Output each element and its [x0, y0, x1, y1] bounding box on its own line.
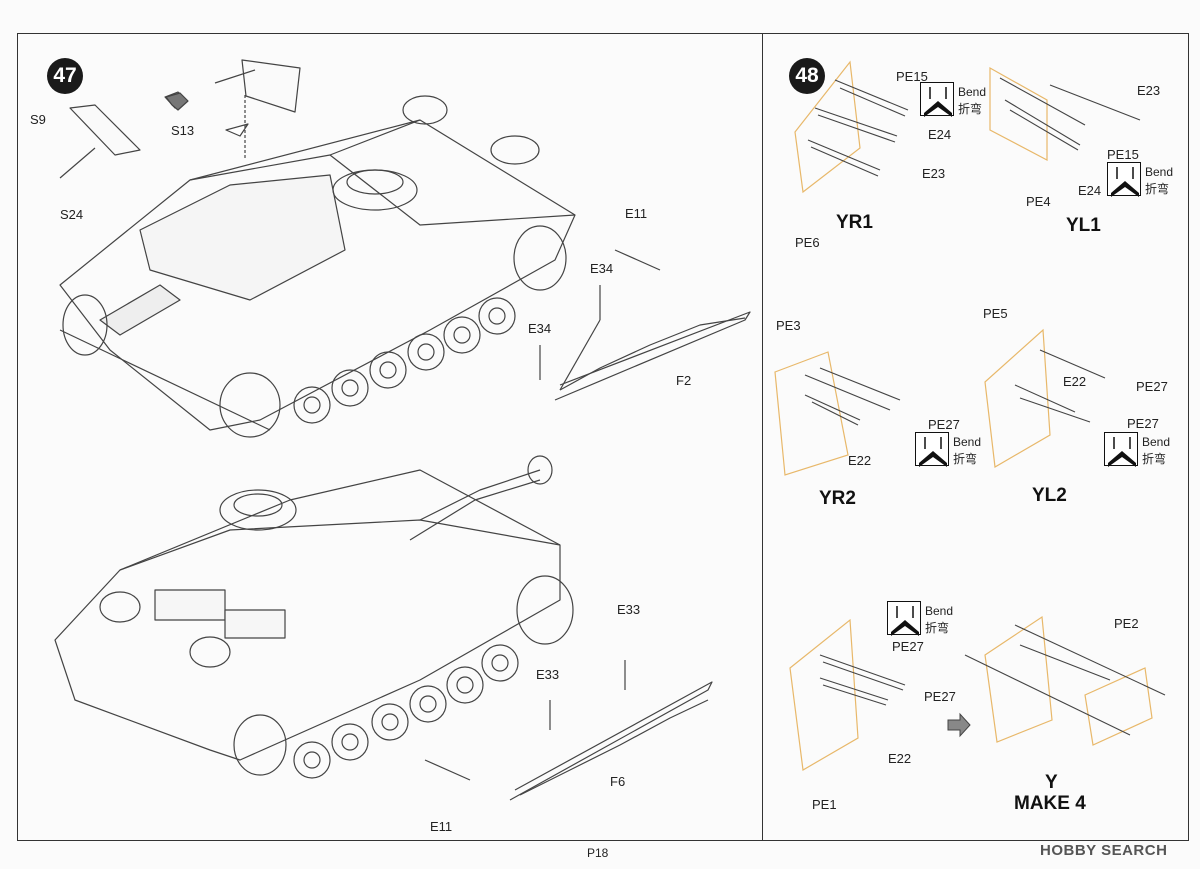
yl1-label-pe4: PE4: [1026, 194, 1051, 209]
step-divider: [762, 33, 763, 841]
part-label-f6: F6: [610, 774, 626, 789]
step-47-badge: 47: [47, 58, 83, 94]
bend-text-en: Bend: [1145, 165, 1174, 179]
part-label-e34-a: E34: [590, 261, 614, 276]
small-parts-drawing: [59, 59, 301, 179]
y-label-e22: E22: [888, 751, 912, 766]
watermark-logo: HOBBY SEARCH: [1040, 842, 1168, 859]
bend-symbol-yl1: Bend 折弯: [1107, 162, 1185, 200]
tank-lower-drawing: [54, 455, 713, 801]
bend-icon: [915, 432, 949, 467]
bend-text-cn: 折弯: [1145, 182, 1170, 196]
y-label-pe2: PE2: [1114, 616, 1139, 631]
y-label-pe27-a: PE27: [892, 639, 924, 654]
yl1-title: YL1: [1066, 215, 1101, 236]
yr1-label-e24: E24: [928, 127, 952, 142]
bend-text-en: Bend: [953, 435, 982, 449]
bend-icon: [920, 82, 954, 117]
part-label-s9: S9: [30, 112, 46, 127]
y-label-pe1: PE1: [812, 797, 837, 812]
yr2-title: YR2: [819, 488, 856, 509]
yl2-title: YL2: [1032, 485, 1067, 506]
yr2-label-pe3: PE3: [776, 318, 801, 333]
part-label-e33-a: E33: [617, 602, 641, 617]
step48-arrow: [947, 712, 971, 738]
part-label-s24: S24: [60, 207, 84, 222]
bend-icon: [887, 601, 921, 636]
yl2-label-pe27-a: PE27: [1136, 379, 1168, 394]
bend-icon: [1107, 162, 1141, 197]
photoetch-sheets: [774, 60, 1153, 771]
bend-symbol-yr2: Bend 折弯: [915, 432, 993, 470]
bend-symbol-yl2: Bend 折弯: [1104, 432, 1182, 470]
page-frame: [17, 33, 1189, 841]
part-label-e33-b: E33: [536, 667, 560, 682]
part-label-e34-b: E34: [528, 321, 552, 336]
yl2-label-e22: E22: [1063, 374, 1087, 389]
yr1-label-pe15: PE15: [896, 69, 928, 84]
part-label-e11-bottom: E11: [430, 819, 453, 834]
yr1-title: YR1: [836, 212, 873, 233]
y-label-pe27-b: PE27: [924, 689, 956, 704]
yr1-label-pe6: PE6: [795, 235, 820, 250]
yl1-label-e24: E24: [1078, 183, 1102, 198]
part-label-s13: S13: [171, 123, 195, 138]
y-make-count: MAKE 4: [1014, 793, 1086, 814]
bend-text-cn: 折弯: [1142, 452, 1167, 466]
photoetch-rods: [804, 77, 1166, 736]
bend-text-cn: 折弯: [925, 621, 950, 635]
part-label-e11-top: E11: [625, 206, 648, 221]
yl1-label-e23: E23: [1137, 83, 1161, 98]
yr1-label-e23: E23: [922, 166, 946, 181]
yr2-label-e22: E22: [848, 453, 872, 468]
yl2-label-pe5: PE5: [983, 306, 1008, 321]
step-48-badge: 48: [789, 58, 825, 94]
bend-text-en: Bend: [958, 85, 987, 99]
bend-text-en: Bend: [925, 604, 954, 618]
y-title: Y: [1045, 772, 1058, 793]
yl1-label-pe15: PE15: [1107, 147, 1139, 162]
yl2-label-pe27-b: PE27: [1127, 416, 1159, 431]
yr2-label-pe27: PE27: [928, 417, 960, 432]
tank-upper-drawing: [59, 95, 751, 438]
bend-text-cn: 折弯: [958, 102, 983, 116]
bend-icon: [1104, 432, 1138, 467]
part-label-f2: F2: [676, 373, 692, 388]
bend-symbol-y: Bend 折弯: [887, 601, 965, 639]
page-number: P18: [587, 846, 609, 860]
bend-symbol-yr1: Bend 折弯: [920, 82, 998, 120]
bend-text-en: Bend: [1142, 435, 1171, 449]
bend-text-cn: 折弯: [953, 452, 978, 466]
